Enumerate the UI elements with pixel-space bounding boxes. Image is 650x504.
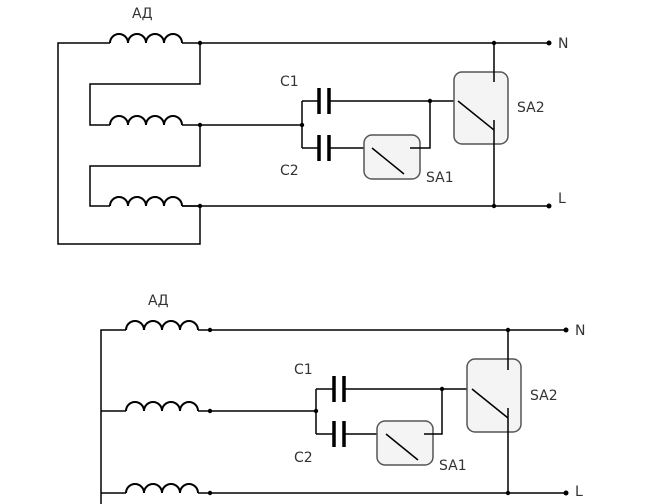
- junction: [207, 490, 213, 496]
- motor-winding-3: [109, 196, 183, 207]
- switch-sa2-housing: [453, 71, 509, 145]
- cap2-label: C2: [280, 163, 299, 179]
- switch1-label: SA1: [439, 458, 467, 474]
- neutral-label: N: [558, 36, 568, 52]
- wire-frame-upper: [89, 42, 201, 126]
- neutral-label: N: [575, 323, 585, 339]
- motor-winding-3: [125, 483, 199, 494]
- terminal-neutral: [563, 327, 569, 333]
- switch-sa2-blade: [471, 388, 509, 419]
- wire-sa1-out: [410, 101, 431, 149]
- cap1-label: C1: [294, 362, 313, 378]
- switch-sa1-blade: [385, 433, 419, 461]
- junction: [491, 203, 497, 209]
- switch-sa1-housing: [376, 420, 434, 466]
- switch2-label: SA2: [517, 100, 545, 116]
- junction: [197, 40, 203, 46]
- wire-sa1-out: [424, 389, 443, 435]
- junction: [505, 490, 511, 496]
- junction: [197, 122, 203, 128]
- wire-frame-lower: [89, 124, 201, 207]
- cap2-label: C2: [294, 450, 313, 466]
- switch2-label: SA2: [530, 388, 558, 404]
- motor-winding-2: [125, 401, 199, 412]
- junction: [207, 327, 213, 333]
- junction: [439, 386, 445, 392]
- wire-frame-outer: [57, 42, 201, 245]
- switch-sa2-blade: [457, 100, 495, 131]
- wire-star-common: [100, 329, 126, 504]
- terminal-line: [546, 203, 552, 209]
- motor-winding-2: [109, 115, 183, 126]
- junction: [207, 408, 213, 414]
- switch1-label: SA1: [426, 170, 454, 186]
- junction: [427, 98, 433, 104]
- switch-sa1-blade: [371, 147, 405, 175]
- switch-sa2-housing: [466, 358, 522, 433]
- terminal-line: [563, 490, 569, 496]
- junction: [313, 408, 319, 414]
- cap1-label: C1: [280, 74, 299, 90]
- motor-winding-1: [125, 320, 199, 331]
- line-label: L: [558, 191, 566, 207]
- junction: [299, 122, 305, 128]
- diagram-top: АД C1 C2 SA1 SA2 N L: [57, 6, 568, 245]
- junction: [197, 203, 203, 209]
- motor-winding-1: [109, 33, 183, 44]
- junction: [505, 327, 511, 333]
- terminal-neutral: [546, 40, 552, 46]
- line-label: L: [575, 484, 583, 500]
- motor-label: АД: [132, 6, 153, 22]
- switch-sa1-housing: [363, 134, 421, 180]
- diagram-bottom: АД C1 C2 SA1 SA2 N L: [100, 293, 585, 504]
- motor-label: АД: [148, 293, 169, 309]
- junction: [491, 40, 497, 46]
